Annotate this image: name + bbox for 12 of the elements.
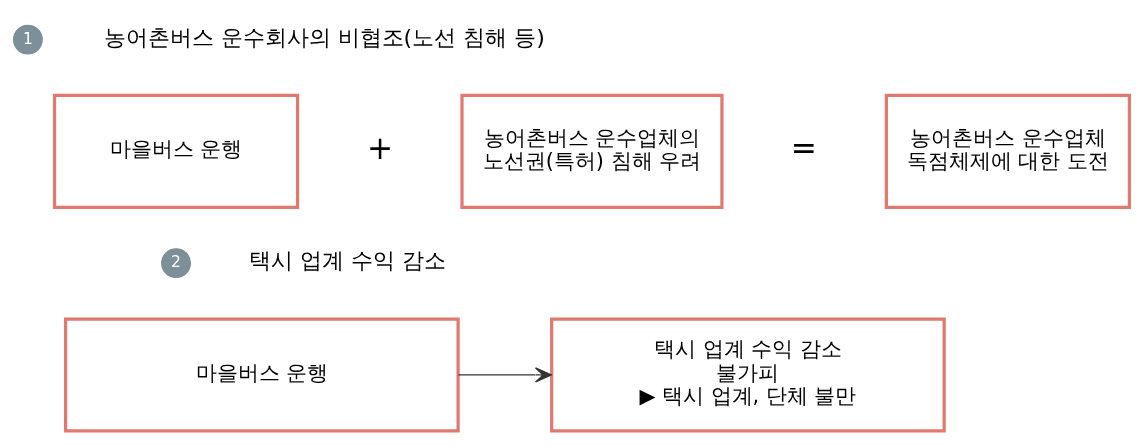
node-box: 택시 업계 수익 감소 불가피 ▶ 택시 업계, 단체 불만 [550, 317, 946, 433]
label: 2 [171, 253, 182, 272]
node-box: 마을버스 운행 [52, 93, 300, 209]
label: = [790, 130, 817, 167]
label: + [367, 130, 394, 167]
label: 농어촌버스 운수회사의 비협조(노선 침해 등) [103, 23, 545, 50]
node-box: 농어촌버스 운수업체 독점체제에 대한 도전 [884, 93, 1131, 209]
label: 1 [22, 29, 33, 48]
node-box: 마을버스 운행 [63, 317, 460, 433]
node-box: 농어촌버스 운수업체의 노선권(특허) 침해 우려 [460, 93, 724, 209]
arrow [457, 367, 552, 383]
label: 택시 업계 수익 감소 [249, 247, 447, 274]
